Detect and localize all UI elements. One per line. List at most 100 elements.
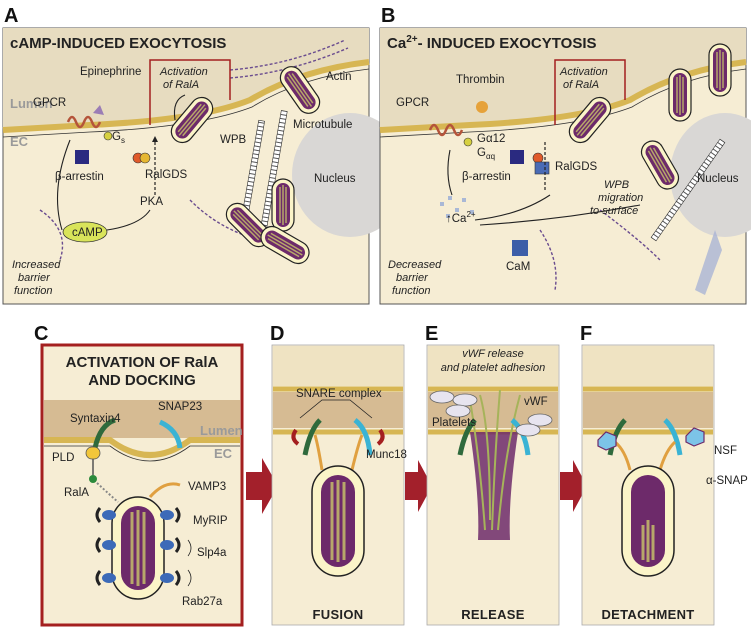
panel-e-letter: E <box>425 323 438 345</box>
panel-a-wpb: WPB <box>220 134 247 146</box>
panel-b-wpb-l2: migration <box>598 192 643 204</box>
panel-c: C ACTIVATION OF RalA AND DOCKING Syntaxi… <box>34 323 244 627</box>
panel-c-snap23: SNAP23 <box>158 401 202 413</box>
panel-b-ralgds: RalGDS <box>555 161 598 173</box>
panel-c-letter: C <box>34 323 48 345</box>
nsf-f-right <box>685 427 705 447</box>
panel-a-actin: Actin <box>326 71 352 83</box>
panel-a-ralgds: RalGDS <box>145 169 188 181</box>
panel-d-snare: SNARE complex <box>296 388 382 400</box>
panel-b-wpb-l3: to surface <box>590 205 638 217</box>
panel-b-letter: B <box>381 5 395 27</box>
panel-c-rala: RalA <box>64 487 89 499</box>
panel-a: A cAMP-INDUCED EXOCYTOSIS Lumen EC Activ… <box>2 5 408 305</box>
nsf-f-left <box>597 431 617 451</box>
cam-b <box>512 240 528 256</box>
panel-c-title-l1: ACTIVATION OF RalA <box>66 354 219 371</box>
panel-c-myrip: MyRIP <box>193 515 228 527</box>
panel-f-asnap: α-SNAP <box>706 475 748 487</box>
pld-c <box>85 446 101 460</box>
panel-c-title-l2: AND DOCKING <box>88 372 196 389</box>
panel-b-title: Ca2+- INDUCED EXOCYTOSIS <box>387 34 597 52</box>
panel-d-step: FUSION <box>313 607 364 622</box>
panel-a-activation-l1: Activation <box>159 66 208 78</box>
platelets-e <box>429 390 553 437</box>
panel-a-title: cAMP-INDUCED EXOCYTOSIS <box>10 35 226 52</box>
panel-b-nucleus <box>670 113 751 237</box>
camp-a <box>62 221 108 243</box>
panel-d-munc18: Munc18 <box>366 449 407 461</box>
panel-b-thrombin: Thrombin <box>456 74 505 86</box>
panel-c-ec: EC <box>214 446 233 461</box>
activation-bracket-a <box>149 59 231 125</box>
panel-a-pka: PKA <box>140 196 163 208</box>
panel-a-microtubule: Microtubule <box>293 119 352 131</box>
thrombin-icon <box>476 101 488 113</box>
panel-d-letter: D <box>270 323 284 345</box>
step-arrow-e-f <box>560 460 587 512</box>
panel-a-nucleus: Nucleus <box>314 173 356 185</box>
panel-a-membrane <box>2 59 370 133</box>
myrip-c <box>95 507 181 586</box>
panel-b-activation-l1: Activation <box>559 66 608 78</box>
ralgds-b <box>532 152 544 164</box>
panel-e-step: RELEASE <box>461 607 525 622</box>
panel-c-vamp3: VAMP3 <box>188 481 226 493</box>
panel-b-gpcr: GPCR <box>396 97 429 109</box>
panel-a-epinephrine: Epinephrine <box>80 66 141 78</box>
gpcr-a <box>66 115 102 129</box>
step-arrow-d-e <box>405 460 432 512</box>
panel-a-nucleus <box>292 113 408 237</box>
panel-e: E vWF release and platelet adhesion vWF … <box>425 323 560 626</box>
panel-a-beta-arrestin: β-arrestin <box>55 171 104 183</box>
activation-bracket-b <box>554 59 626 125</box>
panel-c-membrane <box>44 437 240 458</box>
panel-f: F NSF α-SNAP DETACHMENT <box>580 323 748 626</box>
panel-c-pld: PLD <box>52 452 74 464</box>
panel-e-release-l1: vWF release <box>462 348 524 360</box>
panel-a-letter: A <box>4 5 18 27</box>
panel-f-step: DETACHMENT <box>601 607 694 622</box>
munc18-d-right <box>376 428 385 446</box>
panel-a-gpcr: GPCR <box>33 97 66 109</box>
panel-b-activation-l2: of RalA <box>563 79 599 91</box>
vamp3-c <box>148 482 181 499</box>
panel-f-nsf: NSF <box>714 445 737 457</box>
panel-b: B Ca2+- INDUCED EXOCYTOSIS Activation of… <box>379 5 751 305</box>
panel-b-membrane <box>379 59 747 133</box>
wpb-d <box>311 465 365 577</box>
panel-a-lumen-area <box>3 28 369 130</box>
panel-a-effect-l1: Increased <box>12 259 61 271</box>
wpb-f <box>621 465 675 577</box>
panel-e-vwf: vWF <box>524 396 548 408</box>
panel-f-letter: F <box>580 323 592 345</box>
panel-b-effect-l3: function <box>392 285 431 297</box>
panel-a-activation-l2: of RalA <box>163 79 199 91</box>
panel-b-effect-l1: Decreased <box>388 259 442 271</box>
syntaxin4-c <box>92 417 116 449</box>
migration-arrow-b <box>695 230 722 295</box>
step-arrow-c-d <box>246 458 278 514</box>
panel-c-slp4a: Slp4a <box>197 547 227 559</box>
panel-a-gs: Gs <box>112 131 125 145</box>
panel-a-effect-l3: function <box>14 285 53 297</box>
panel-e-platelets: Platelets <box>432 417 476 429</box>
panel-c-lumen: Lumen <box>200 423 243 438</box>
panel-a-lumen-label: Lumen <box>10 96 53 111</box>
panel-b-nucleus: Nucleus <box>697 173 739 185</box>
panel-c-rab27a: Rab27a <box>182 596 223 608</box>
munc18-d-left <box>291 428 300 446</box>
panel-d: D SNARE complex Munc18 FUSION <box>270 323 407 626</box>
panel-b-ga12: Gα12 <box>477 133 505 145</box>
rab27a-c <box>102 510 174 583</box>
snap23-c <box>158 419 183 449</box>
panel-b-wpb-l1: WPB <box>604 179 629 191</box>
panel-a-effect-l2: barrier <box>18 272 51 284</box>
vwf-strands-e <box>469 389 521 531</box>
beta-arrestin-b <box>510 150 524 164</box>
panel-a-ec-label: EC <box>10 134 29 149</box>
epinephrine-icon <box>93 105 104 115</box>
calcium-ions-b <box>440 196 474 218</box>
